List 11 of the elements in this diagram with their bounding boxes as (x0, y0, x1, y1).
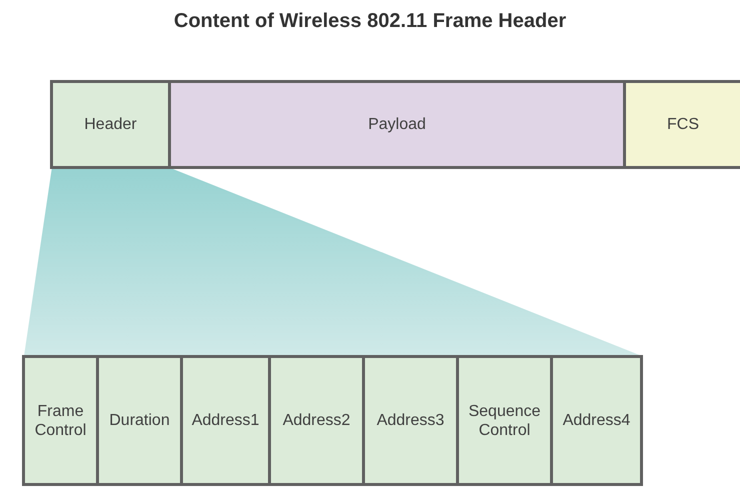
header-subfield: Address4 (550, 355, 643, 486)
header-subfield: Duration (96, 355, 183, 486)
payload-field: Payload (168, 80, 626, 169)
header-subfield: Address2 (268, 355, 365, 486)
header-field: Header (50, 80, 171, 169)
diagram-title: Content of Wireless 802.11 Frame Header (174, 10, 566, 33)
header-subfield: Sequence Control (456, 355, 553, 486)
header-subfield: Address1 (180, 355, 271, 486)
fcs-field: FCS (623, 80, 740, 169)
header-subfield: Frame Control (22, 355, 99, 486)
header-subfield: Address3 (362, 355, 459, 486)
